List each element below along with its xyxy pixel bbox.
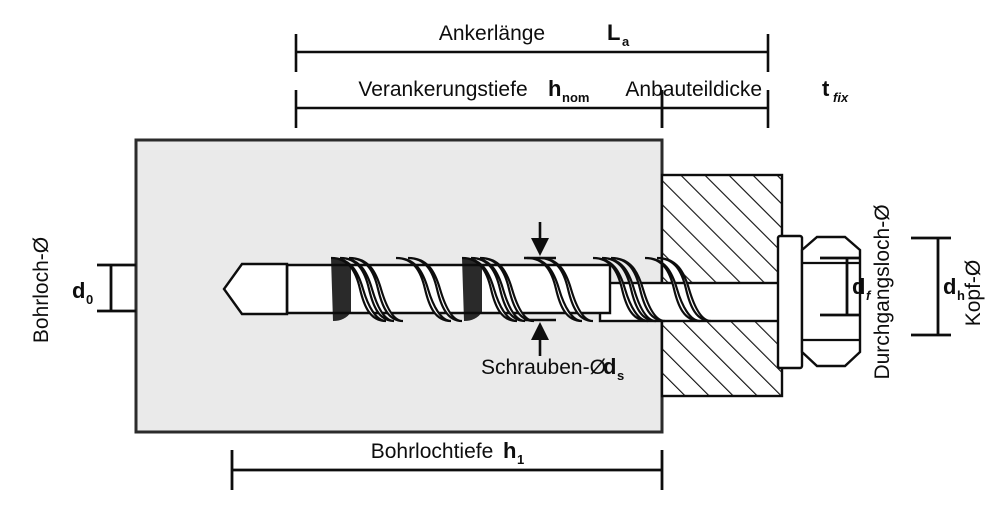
dim-anker-laenge: Ankerlänge L a [294, 20, 770, 72]
dim-durchgangsloch-durchmesser: d f Durchgangsloch-Ø [820, 204, 894, 380]
dim-bohrlochtiefe: Bohrlochtiefe h 1 [230, 438, 664, 490]
dim-bohrloch-subscript: 0 [86, 292, 93, 307]
dim-kopf-symbol: d [943, 274, 956, 299]
dim-durchgangsloch-symbol: d [852, 274, 865, 299]
dim-anbauteildicke: Anbauteildicke t fix [625, 76, 849, 128]
dim-durchgangsloch-label: Durchgangsloch-Ø [871, 204, 894, 379]
dim-schrauben-label: Schrauben-Ø [481, 356, 606, 379]
dim-anker-laenge-symbol: L [607, 20, 620, 45]
dim-bohrlochtiefe-symbol: h [503, 438, 516, 463]
dim-bohrloch-symbol: d [72, 278, 85, 303]
dim-schrauben-durchmesser: Schrauben-Ø d s [481, 222, 624, 383]
dim-kopf-subscript: h [957, 288, 965, 303]
dim-anbauteildicke-label: Anbauteildicke [625, 78, 762, 101]
dim-verankerungstiefe: Verankerungstiefe h nom [294, 76, 664, 128]
dim-bohrlochtiefe-label: Bohrlochtiefe [371, 440, 494, 463]
arrow-down-icon [531, 238, 549, 256]
dim-anker-laenge-label: Ankerlänge [439, 22, 545, 45]
dim-kopf-label: Kopf-Ø [962, 260, 985, 327]
dim-schrauben-subscript: s [617, 368, 624, 383]
dim-anker-laenge-subscript: a [622, 34, 630, 49]
dim-kopf-durchmesser: d h Kopf-Ø [911, 236, 985, 337]
dim-bohrlochtiefe-subscript: 1 [517, 452, 524, 467]
dim-bohrloch-label: Bohrloch-Ø [30, 237, 53, 343]
dim-durchgangsloch-subscript: f [866, 288, 872, 303]
dim-anbauteildicke-symbol: t [822, 76, 830, 101]
dim-verankerungstiefe-symbol: h [548, 76, 561, 101]
dim-verankerungstiefe-subscript: nom [562, 90, 589, 105]
screw-thread [330, 256, 712, 323]
dim-schrauben-symbol: d [603, 354, 616, 379]
hex-head [800, 235, 862, 368]
dim-bohrloch-durchmesser: Bohrloch-Ø d 0 [30, 237, 136, 343]
dim-verankerungstiefe-label: Verankerungstiefe [358, 78, 527, 101]
concrete-screw [222, 234, 862, 370]
washer-flange [776, 234, 804, 370]
fixture-part [660, 173, 784, 398]
dim-anbauteildicke-subscript: fix [833, 90, 849, 105]
